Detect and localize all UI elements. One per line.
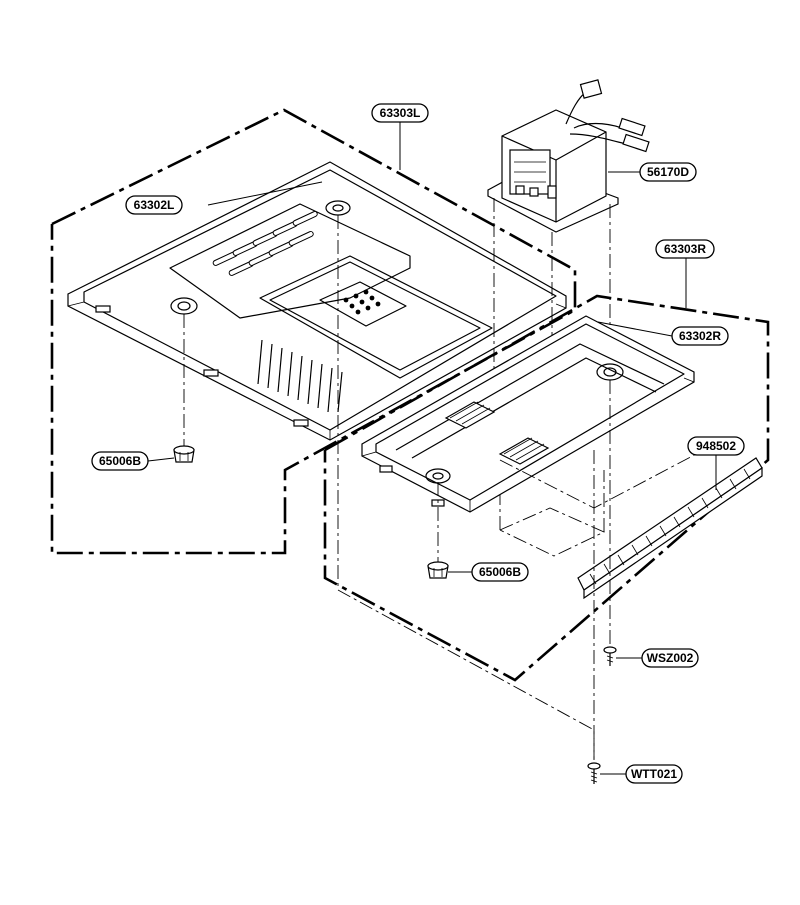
label-948502: 948502 — [696, 439, 736, 453]
front-louvres — [257, 339, 343, 413]
label-65006B-left: 65006B — [99, 454, 141, 468]
vent-slots-top — [212, 211, 318, 276]
callout-65006B-right: 65006B — [471, 562, 529, 582]
label-63303L: 63303L — [380, 106, 421, 120]
callout-63303R: 63303R — [655, 239, 715, 259]
callout-63303L: 63303L — [371, 103, 429, 123]
label-63302R: 63302R — [679, 329, 721, 343]
label-65006B-right: 65006B — [479, 565, 521, 579]
group-outline-63303R — [323, 294, 770, 682]
callout-WSZ002: WSZ002 — [641, 648, 699, 668]
perforation-patch-2 — [498, 437, 550, 465]
transformer — [487, 79, 650, 233]
callout-63302R: 63302R — [671, 326, 729, 346]
left-base-plate — [67, 161, 567, 441]
right-base-plate — [361, 315, 695, 513]
perforation-patch-1 — [444, 401, 496, 429]
gasket-strip — [577, 457, 763, 600]
screw-tapping — [587, 762, 601, 784]
leader-lines — [147, 122, 717, 775]
label-63302L: 63302L — [134, 198, 175, 212]
label-WSZ002: WSZ002 — [647, 651, 694, 665]
screw-small — [603, 646, 617, 666]
callout-63302L: 63302L — [125, 195, 183, 215]
right-foot — [427, 561, 449, 579]
vent-dots-left — [343, 289, 381, 315]
label-WTT021: WTT021 — [631, 767, 677, 781]
projection-lines — [183, 215, 701, 760]
label-56170D: 56170D — [647, 165, 689, 179]
left-foot — [173, 445, 195, 463]
callout-56170D: 56170D — [639, 162, 697, 182]
callout-65006B-left: 65006B — [91, 451, 149, 471]
callout-WTT021: WTT021 — [625, 764, 683, 784]
callout-948502: 948502 — [687, 436, 745, 456]
label-63303R: 63303R — [664, 242, 706, 256]
